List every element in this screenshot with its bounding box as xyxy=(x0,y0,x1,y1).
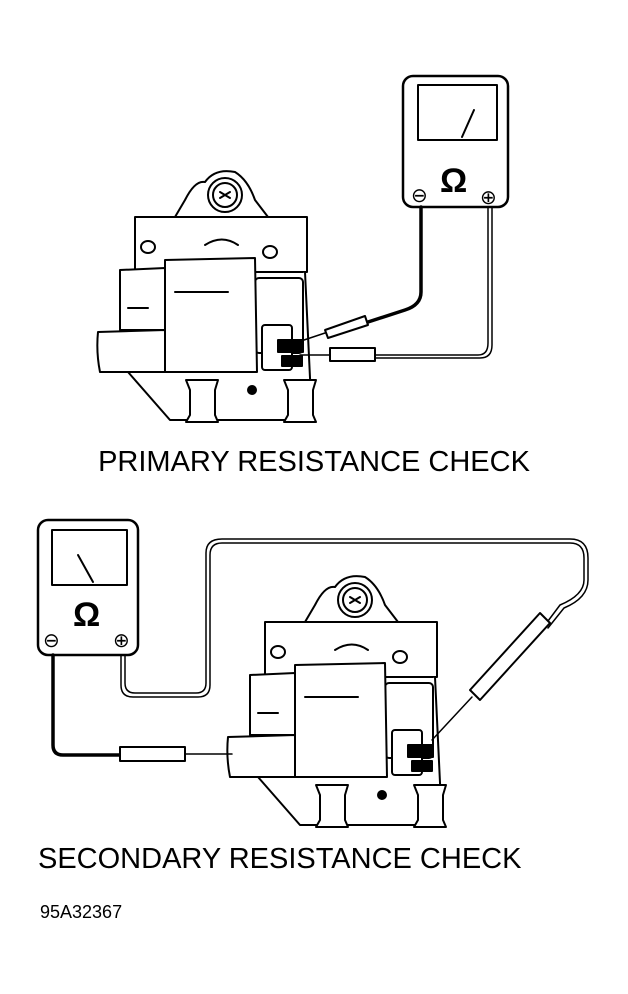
secondary-coil xyxy=(226,575,447,828)
minus-terminal-icon: ⊖ xyxy=(43,630,60,652)
primary-meter xyxy=(401,74,510,209)
minus-terminal-icon: ⊖ xyxy=(411,185,428,207)
secondary-meter xyxy=(36,518,140,657)
plus-terminal-icon: ⊕ xyxy=(113,630,130,652)
figure-id: 95A32367 xyxy=(40,902,123,922)
primary-leads xyxy=(297,205,493,362)
ohm-symbol: Ω xyxy=(73,596,101,634)
plus-terminal-icon: ⊕ xyxy=(480,187,497,209)
primary-caption: PRIMARY RESISTANCE CHECK xyxy=(98,446,530,478)
ohm-symbol: Ω xyxy=(440,162,468,200)
secondary-leads xyxy=(51,538,589,762)
secondary-caption: SECONDARY RESISTANCE CHECK xyxy=(38,843,522,875)
primary-coil xyxy=(96,170,317,423)
